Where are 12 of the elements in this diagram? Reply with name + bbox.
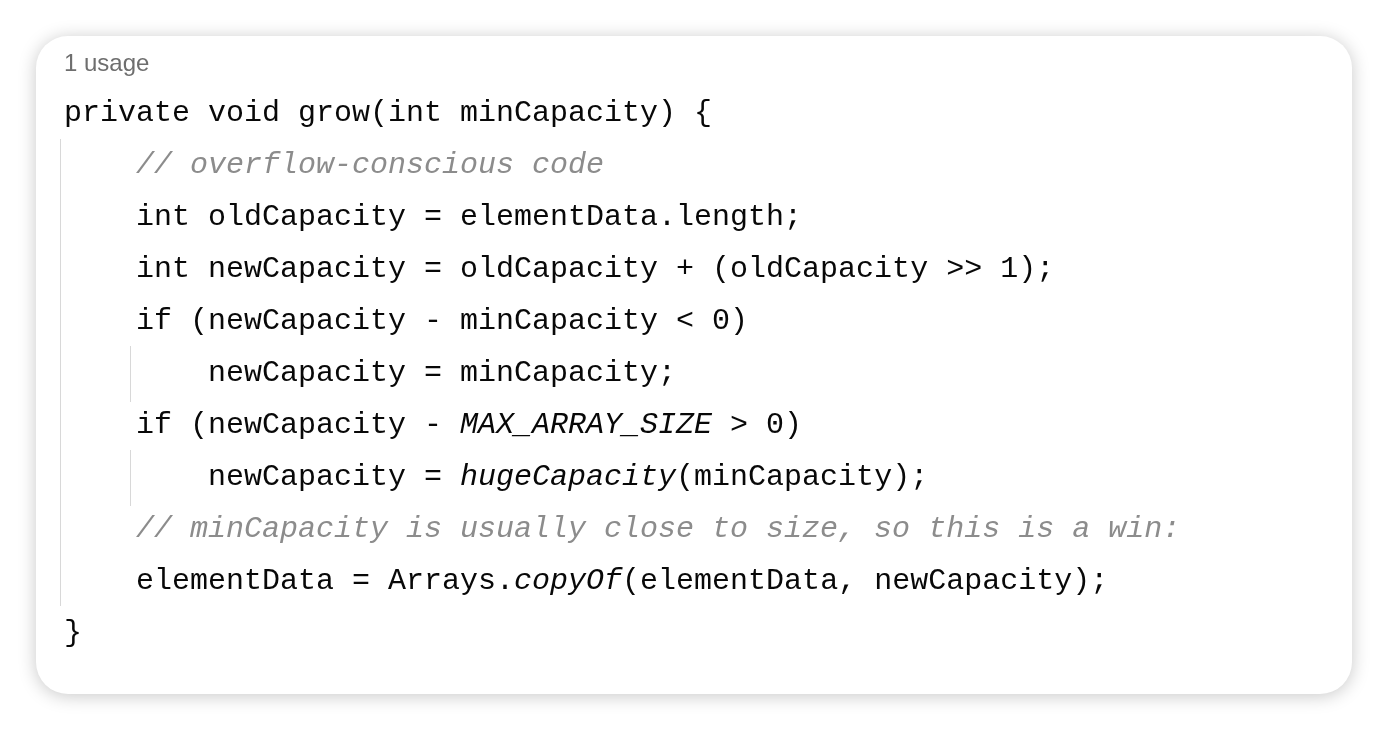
code-line: } bbox=[64, 615, 82, 651]
code-line: if (newCapacity - MAX_ARRAY_SIZE > 0) bbox=[136, 407, 803, 443]
code-comment: // minCapacity is usually close to size, so this is a win: bbox=[136, 511, 1181, 547]
code-line: int newCapacity = oldCapacity + (oldCapacity >> 1); bbox=[136, 251, 1055, 287]
usage-hint: 1 usage bbox=[64, 48, 150, 78]
code-line: int oldCapacity = elementData.length; bbox=[136, 199, 803, 235]
code-line: elementData = Arrays.copyOf(elementData, newCapacity); bbox=[136, 563, 1109, 599]
code-line: newCapacity = hugeCapacity(minCapacity); bbox=[208, 459, 929, 495]
code-line: if (newCapacity - minCapacity < 0) bbox=[136, 303, 749, 339]
code-line: newCapacity = minCapacity; bbox=[208, 355, 677, 391]
code-line: private void grow(int minCapacity) { bbox=[64, 95, 713, 131]
code-comment: // overflow-conscious code bbox=[136, 147, 605, 183]
